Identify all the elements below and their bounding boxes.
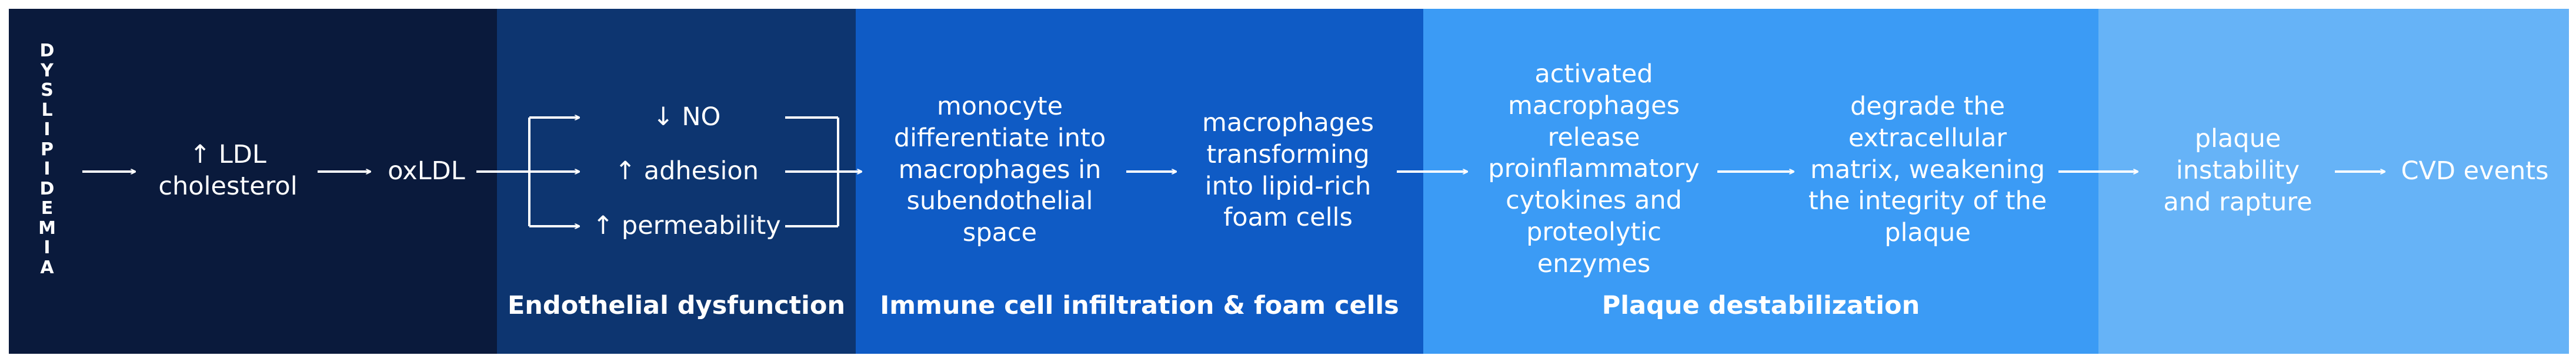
cvd-events-node: CVD events <box>2401 156 2549 186</box>
outcome-band <box>2098 9 2569 354</box>
dyslipidemia-letter: M <box>38 217 56 239</box>
dyslipidemia-letter: L <box>41 99 53 120</box>
dyslipidemia-letter: A <box>40 257 54 278</box>
endothelial-stage-label: Endothelial dysfunction <box>507 291 846 320</box>
destabilization-band <box>1423 9 2098 354</box>
dyslipidemia-letter: I <box>44 119 51 140</box>
dyslipidemia-vertical-label: D Y S L I P I D E M I A <box>35 41 59 277</box>
oxldl-node: oxLDL <box>388 156 465 186</box>
activated-macrophages-node: activated macrophages release proinflamm… <box>1488 59 1700 279</box>
dyslipidemia-letter: Y <box>41 60 54 81</box>
immune-stage-label: Immune cell infiltration & foam cells <box>880 291 1399 320</box>
dyslipidemia-letter: I <box>44 237 51 258</box>
dyslipidemia-letter: D <box>39 178 55 199</box>
dyslipidemia-band <box>9 9 497 354</box>
permeability-node: ↑ permeability <box>592 211 781 240</box>
dyslipidemia-letter: E <box>41 198 54 219</box>
foam-cells-node: macrophages transforming into lipid-rich… <box>1202 108 1374 233</box>
dyslipidemia-letter: D <box>39 41 55 61</box>
monocyte-node: monocyte differentiate into macrophages … <box>893 92 1106 247</box>
plaque-instability-node: plaque instability and rapture <box>2163 124 2313 217</box>
no-node: ↓ NO <box>652 102 721 132</box>
dyslipidemia-letter: S <box>41 80 54 100</box>
immune-band <box>856 9 1423 354</box>
dyslipidemia-letter: P <box>41 139 54 160</box>
dyslipidemia-letter: I <box>44 159 51 179</box>
destabilization-stage-label: Plaque destabilization <box>1601 291 1920 320</box>
ldl-cholesterol-node: ↑ LDL cholesterol <box>158 140 298 201</box>
endothelial-band <box>497 9 856 354</box>
adhesion-node: ↑ adhesion <box>615 156 759 186</box>
degrade-matrix-node: degrade the extracellular matrix, weaken… <box>1808 92 2047 247</box>
